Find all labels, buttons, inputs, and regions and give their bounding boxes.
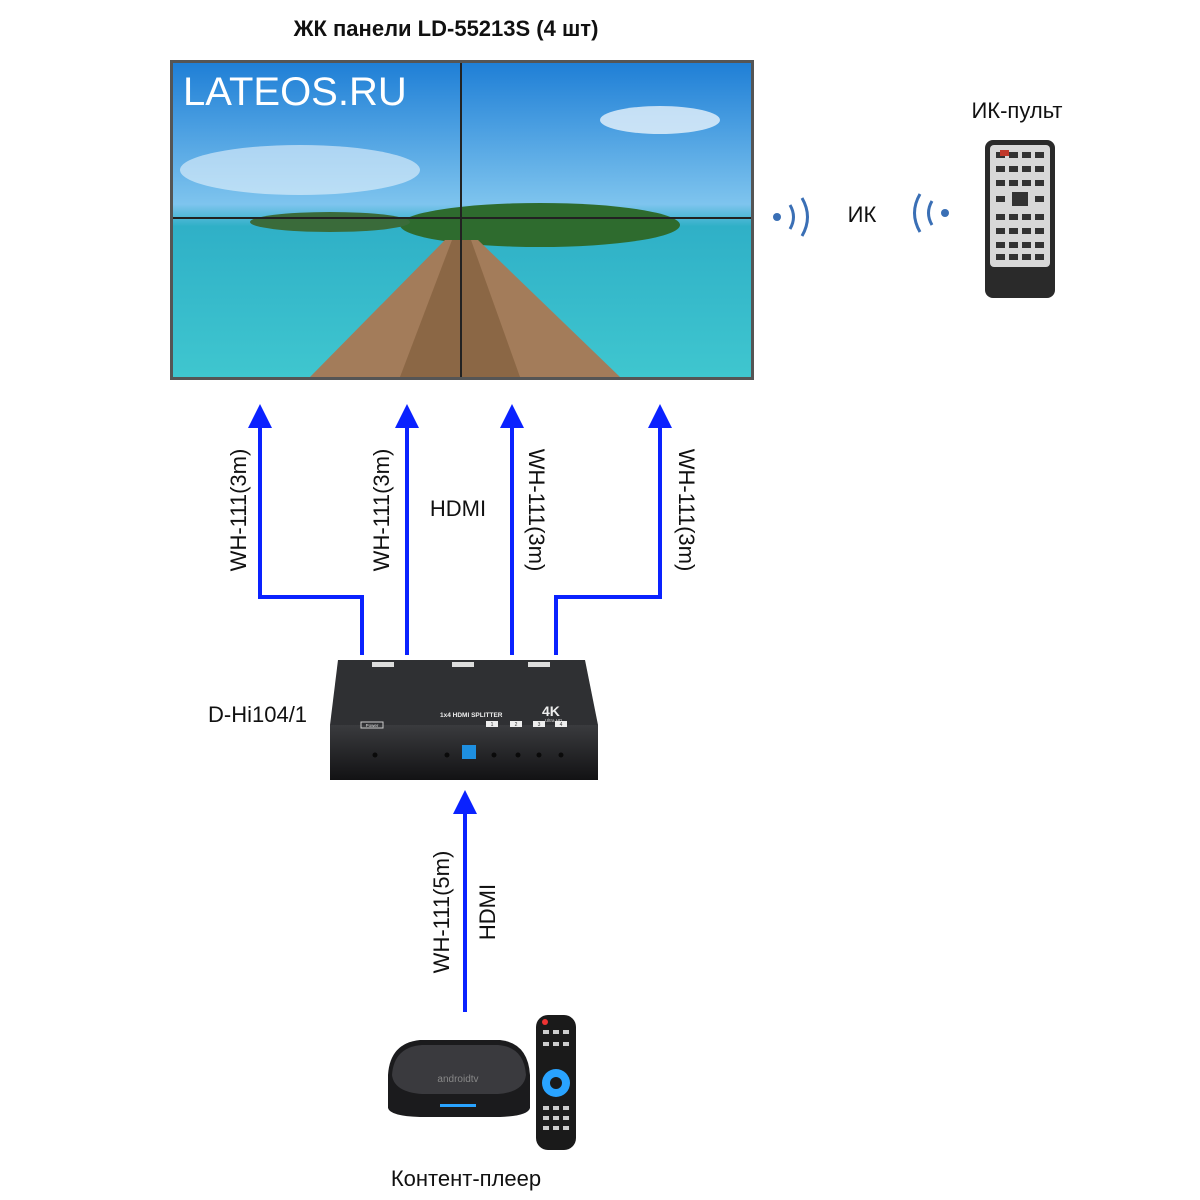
ir-signal-icon xyxy=(773,193,949,237)
input-cable-label: WH-111(5m) xyxy=(429,851,454,974)
ir-label: ИК xyxy=(848,202,877,227)
ir-remote-label: ИК-пульт xyxy=(971,98,1062,123)
splitter-power-text: Power xyxy=(366,723,379,728)
splitter-label: D-Hi104/1 xyxy=(208,702,307,727)
port-2-label: 2 xyxy=(515,722,518,728)
input-hdmi-label: HDMI xyxy=(475,884,500,940)
port-3-label: 3 xyxy=(538,722,541,728)
arrowhead-4 xyxy=(648,404,672,428)
splitter-ultrahd-text: Ultra HD xyxy=(545,718,563,723)
cable-label-4: WH-111(3m) xyxy=(674,449,699,572)
arrowhead-1 xyxy=(248,404,272,428)
video-wall: LATEOS.RU xyxy=(170,60,754,380)
splitter-4k-badge: 4K xyxy=(542,703,560,719)
output-arrow-1 xyxy=(258,420,364,655)
dip-switch xyxy=(462,745,476,759)
android-tv-box: androidtv xyxy=(388,1040,530,1117)
cable-label-3: WH-111(3m) xyxy=(524,449,549,572)
hdmi-splitter-device: Power 1x4 HDMI SPLITTER 4K Ultra HD 1 2 … xyxy=(330,660,598,780)
cable-label-2: WH-111(3m) xyxy=(369,449,394,572)
arrowhead-3 xyxy=(500,404,524,428)
cable-label-1: WH-111(3m) xyxy=(226,449,251,572)
splitter-face-text: 1x4 HDMI SPLITTER xyxy=(440,712,503,719)
port-1-label: 1 xyxy=(491,722,494,728)
ir-remote-icon xyxy=(985,140,1055,298)
port-4-label: 4 xyxy=(560,722,563,728)
output-arrow-4 xyxy=(554,420,662,655)
hdmi-label-top: HDMI xyxy=(430,496,486,521)
player-remote-icon xyxy=(536,1015,576,1150)
android-tv-logo: androidtv xyxy=(437,1074,478,1085)
arrowhead-2 xyxy=(395,404,419,428)
arrowhead-input xyxy=(453,790,477,814)
watermark: LATEOS.RU xyxy=(183,70,407,114)
diagram-title: ЖК панели LD-55213S (4 шт) xyxy=(293,16,599,41)
player-label: Контент-плеер xyxy=(391,1166,541,1191)
